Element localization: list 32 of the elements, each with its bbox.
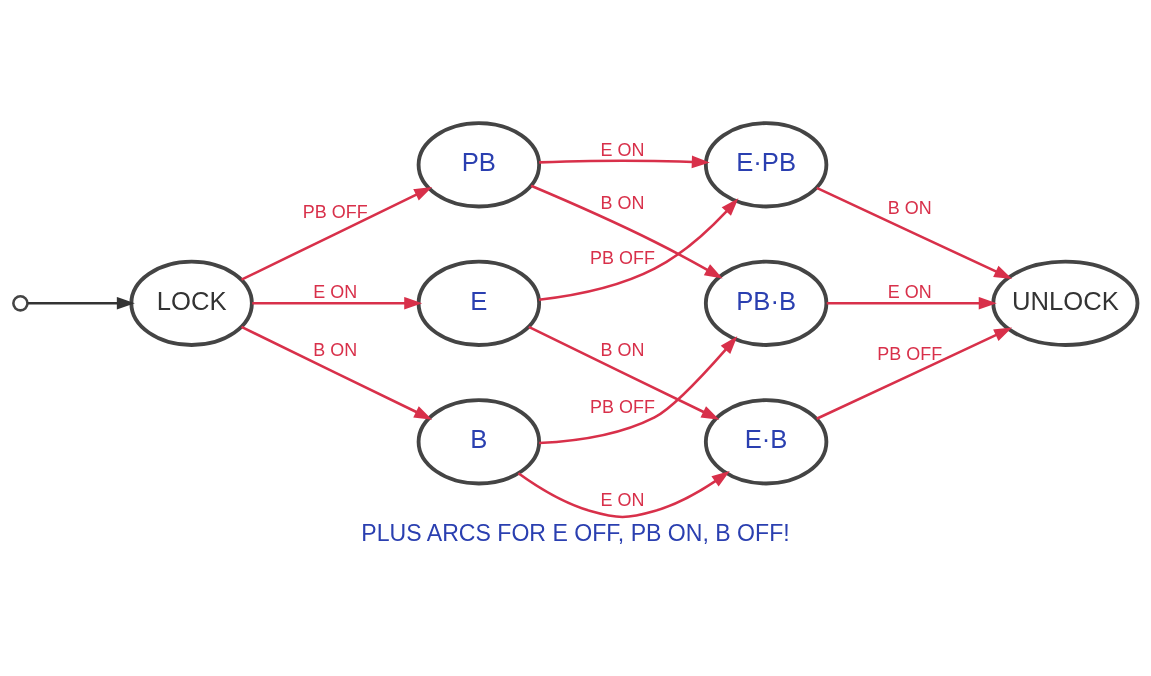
edge-label: B ON — [600, 340, 645, 361]
arrow — [517, 471, 730, 519]
arrow — [252, 297, 423, 310]
arrow — [539, 155, 710, 169]
edge-label: E ON — [887, 282, 932, 303]
arrow — [27, 297, 135, 310]
node-ellipse: B — [416, 398, 542, 486]
edge-label: E ON — [313, 282, 358, 303]
edge-label: E ON — [600, 140, 645, 161]
arrow — [528, 325, 720, 420]
edge-label: B ON — [313, 340, 358, 361]
edge-label: B ON — [887, 197, 932, 218]
arrow — [816, 186, 1013, 280]
arrow — [240, 186, 433, 281]
arrow — [240, 325, 433, 420]
edge-label: B ON — [600, 192, 645, 213]
arrow — [826, 297, 997, 310]
node-ellipse: PB — [416, 121, 542, 209]
node-ellipse: LOCK — [129, 259, 254, 347]
node-circle — [12, 294, 29, 312]
arrow — [539, 336, 738, 445]
edge-label: PB OFF — [590, 396, 655, 417]
edge-label: E ON — [600, 490, 645, 511]
arrow — [530, 184, 723, 279]
caption: PLUS ARCS FOR E OFF, PB ON, B OFF! — [361, 519, 790, 546]
edge-label: PB OFF — [302, 201, 368, 222]
edge-label: PB OFF — [877, 343, 943, 364]
node-ellipse: E — [416, 259, 542, 347]
edge-label: PB OFF — [590, 247, 655, 268]
node-ellipse: E·PB — [703, 121, 829, 209]
arrow — [816, 327, 1013, 420]
arrow — [538, 198, 739, 302]
